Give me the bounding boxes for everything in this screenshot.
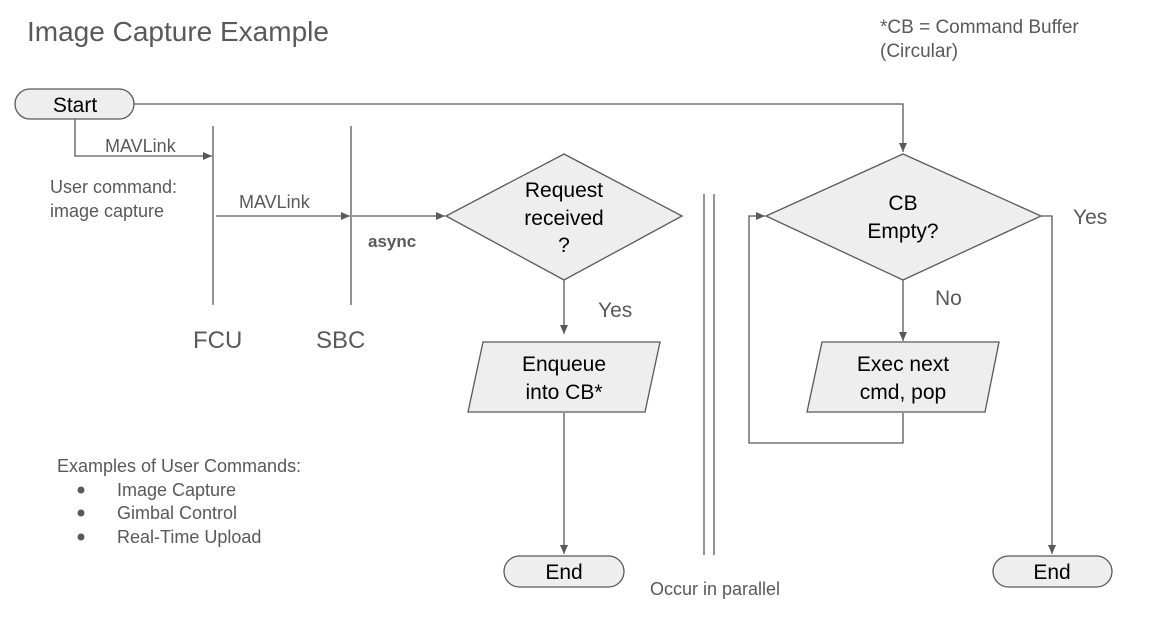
page-title: Image Capture Example — [27, 16, 329, 47]
enqueue-label-line1: Enqueue — [522, 353, 606, 376]
parallel-label: Occur in parallel — [650, 579, 780, 599]
end-node-left: End — [503, 555, 625, 588]
yes-label-request: Yes — [598, 299, 632, 322]
cb-empty-label-line2: Empty? — [867, 220, 938, 243]
start-node: Start — [14, 88, 135, 120]
list-item: Real-Time Upload — [117, 527, 261, 547]
enqueue-node: Enqueue into CB* — [467, 341, 661, 413]
list-bullet — [77, 509, 85, 517]
start-label: Start — [53, 94, 98, 117]
user-command-line1: User command: — [50, 177, 177, 197]
list-item: Gimbal Control — [117, 503, 237, 523]
sbc-label: SBC — [316, 327, 365, 354]
cb-note-line1: *CB = Command Buffer — [880, 17, 1079, 38]
yes-label-cb: Yes — [1073, 206, 1107, 229]
edge-start-to-cb-empty — [134, 103, 907, 152]
user-command-line2: image capture — [50, 201, 164, 221]
mavlink-label-2: MAVLink — [239, 192, 311, 212]
exec-label-line1: Exec next — [857, 353, 949, 376]
request-label-line3: ? — [558, 234, 570, 257]
list-bullet — [77, 533, 85, 541]
exec-label-line2: cmd, pop — [860, 381, 946, 404]
examples-heading: Examples of User Commands: — [57, 456, 301, 476]
end-right-label: End — [1033, 561, 1070, 584]
no-label-cb: No — [935, 287, 962, 310]
request-label-line1: Request — [525, 179, 603, 202]
connectors — [74, 103, 1056, 554]
mavlink-label-1: MAVLink — [105, 136, 177, 156]
end-node-right: End — [992, 555, 1113, 588]
exec-node: Exec next cmd, pop — [806, 341, 1000, 413]
request-label-line2: received — [524, 207, 603, 230]
edge-exec-loop-back — [748, 212, 904, 444]
fcu-label: FCU — [193, 327, 242, 354]
examples-list: Examples of User Commands: Image Capture… — [57, 456, 301, 547]
list-item: Image Capture — [117, 480, 236, 500]
edge-cb-empty-yes-to-end — [1041, 215, 1056, 554]
cb-empty-label-line1: CB — [888, 192, 917, 215]
enqueue-label-line2: into CB* — [525, 381, 602, 404]
request-received-decision: Request received ? — [444, 153, 684, 281]
async-label: async — [368, 232, 416, 251]
cb-note-line2: (Circular) — [880, 41, 958, 62]
list-bullet — [77, 486, 85, 494]
end-left-label: End — [545, 561, 582, 584]
edge-start-to-fcu — [74, 118, 212, 160]
cb-empty-decision: CB Empty? — [764, 153, 1043, 281]
